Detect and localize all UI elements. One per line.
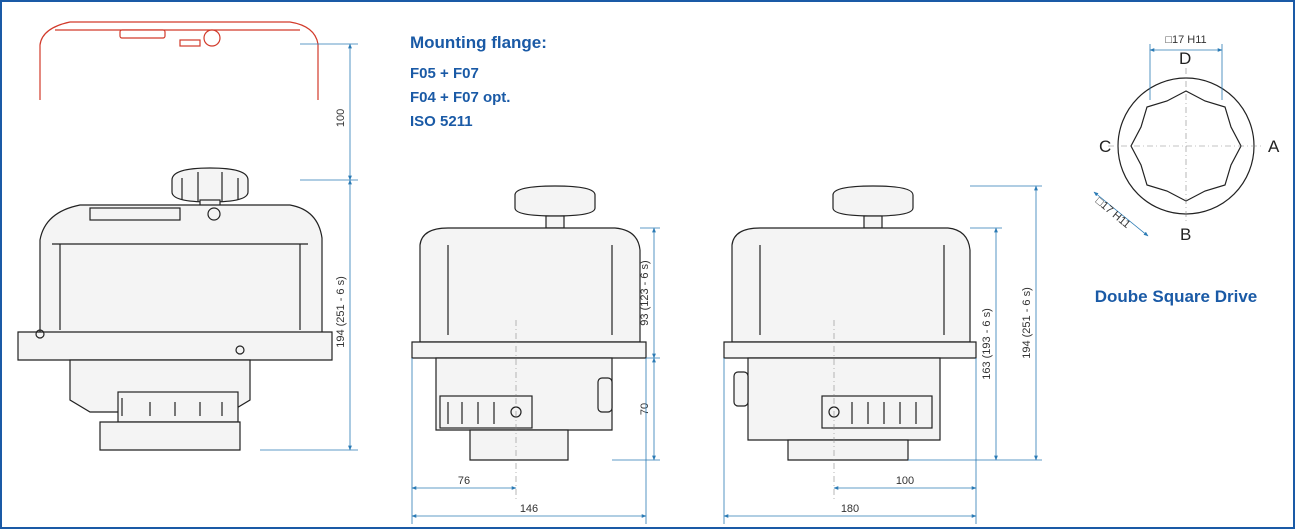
dim-front-offset: 76 xyxy=(458,475,470,487)
removed-cover xyxy=(39,21,319,100)
actuator-body xyxy=(17,204,333,451)
dim-side-upper: 163 (193 - 6 s) xyxy=(981,308,993,380)
drive-size-diagonal: □17 H11 xyxy=(1093,195,1132,231)
label-b: B xyxy=(1180,225,1191,244)
perspective-dimensions: 100 194 (251 - 6 s) xyxy=(260,43,358,451)
dim-front-upper: 93 (123 - 6 s) xyxy=(639,260,651,325)
dim-cover-height: 100 xyxy=(335,109,347,127)
flange-spec-1: F05 + F07 xyxy=(410,65,479,82)
dim-front-width: 146 xyxy=(520,503,538,515)
label-d: D xyxy=(1179,49,1191,68)
side-view: 163 (193 - 6 s) 194 (251 - 6 s) 100 180 xyxy=(723,185,1042,524)
flange-heading: Mounting flange: xyxy=(410,33,547,52)
flange-spec-2: F04 + F07 opt. xyxy=(410,89,510,106)
dim-total-height: 194 (251 - 6 s) xyxy=(335,276,347,348)
drive-size-top: □17 H11 xyxy=(1165,34,1206,46)
drive-caption: Doube Square Drive xyxy=(1095,287,1258,306)
label-c: C xyxy=(1099,137,1111,156)
label-a: A xyxy=(1268,137,1280,156)
perspective-view: 100 194 (251 - 6 s) xyxy=(17,21,358,451)
dim-side-width: 180 xyxy=(841,503,859,515)
square-drive-detail: □17 H11 □17 H11 D C A B xyxy=(1093,34,1280,244)
dim-side-height: 194 (251 - 6 s) xyxy=(1021,287,1033,359)
dim-side-offset: 100 xyxy=(896,475,914,487)
flange-spec-3: ISO 5211 xyxy=(410,113,473,130)
front-view: 93 (123 - 6 s) 70 76 146 xyxy=(411,185,660,524)
dim-front-lower: 70 xyxy=(639,403,651,415)
